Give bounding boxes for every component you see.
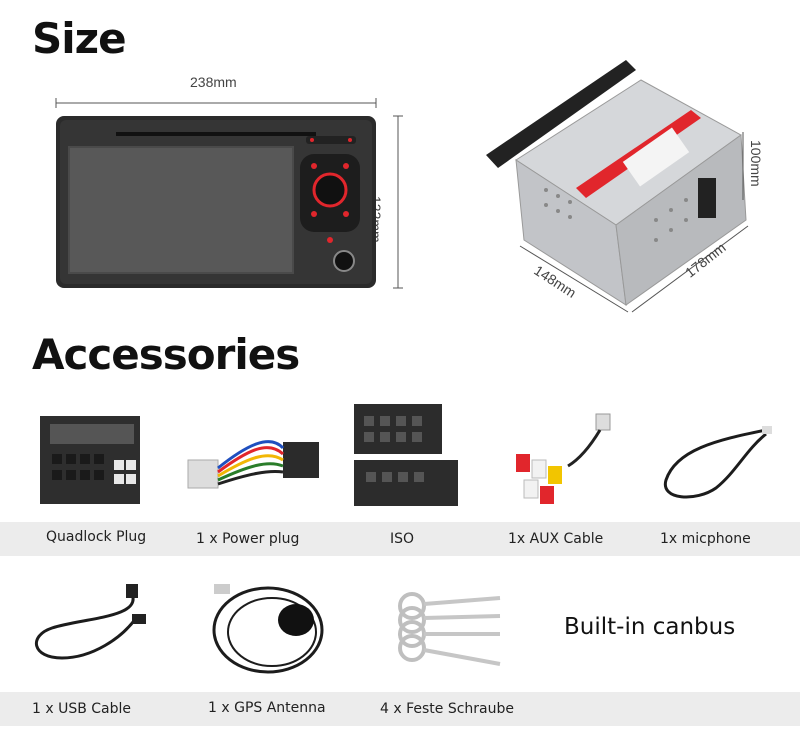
usb-cable-image xyxy=(34,584,146,660)
gps-antenna-image xyxy=(212,584,324,674)
size-heading: Size xyxy=(32,14,127,63)
accessories-heading: Accessories xyxy=(32,330,300,379)
power-plug-image xyxy=(187,440,319,489)
gps-antenna-label: 1 x GPS Antenna xyxy=(208,700,326,716)
aux-cable-label: 1x AUX Cable xyxy=(508,531,604,547)
iso-label: ISO xyxy=(390,531,415,547)
iso-connector-image xyxy=(354,404,458,506)
removal-keys-image xyxy=(398,592,501,666)
aux-cable-image xyxy=(516,413,611,504)
width-label: 238mm xyxy=(190,74,237,90)
head-unit-chassis-image xyxy=(486,60,749,313)
row2-caption-band xyxy=(0,692,800,726)
box-height-label: 100mm xyxy=(748,140,764,187)
power-plug-label: 1 x Power plug xyxy=(196,531,300,547)
quadlock-plug-label: Quadlock Plug xyxy=(46,529,147,545)
microphone-cable-image xyxy=(663,426,772,499)
quadlock-plug-image xyxy=(40,416,140,504)
removal-keys-label: 4 x Feste Schraube xyxy=(380,701,515,717)
row1-caption-band xyxy=(0,522,800,556)
microphone-label: 1x micphone xyxy=(660,531,751,547)
usb-cable-label: 1 x USB Cable xyxy=(32,701,132,717)
builtin-canbus-text: Built-in canbus xyxy=(564,614,736,640)
head-unit-front-image xyxy=(56,116,376,288)
